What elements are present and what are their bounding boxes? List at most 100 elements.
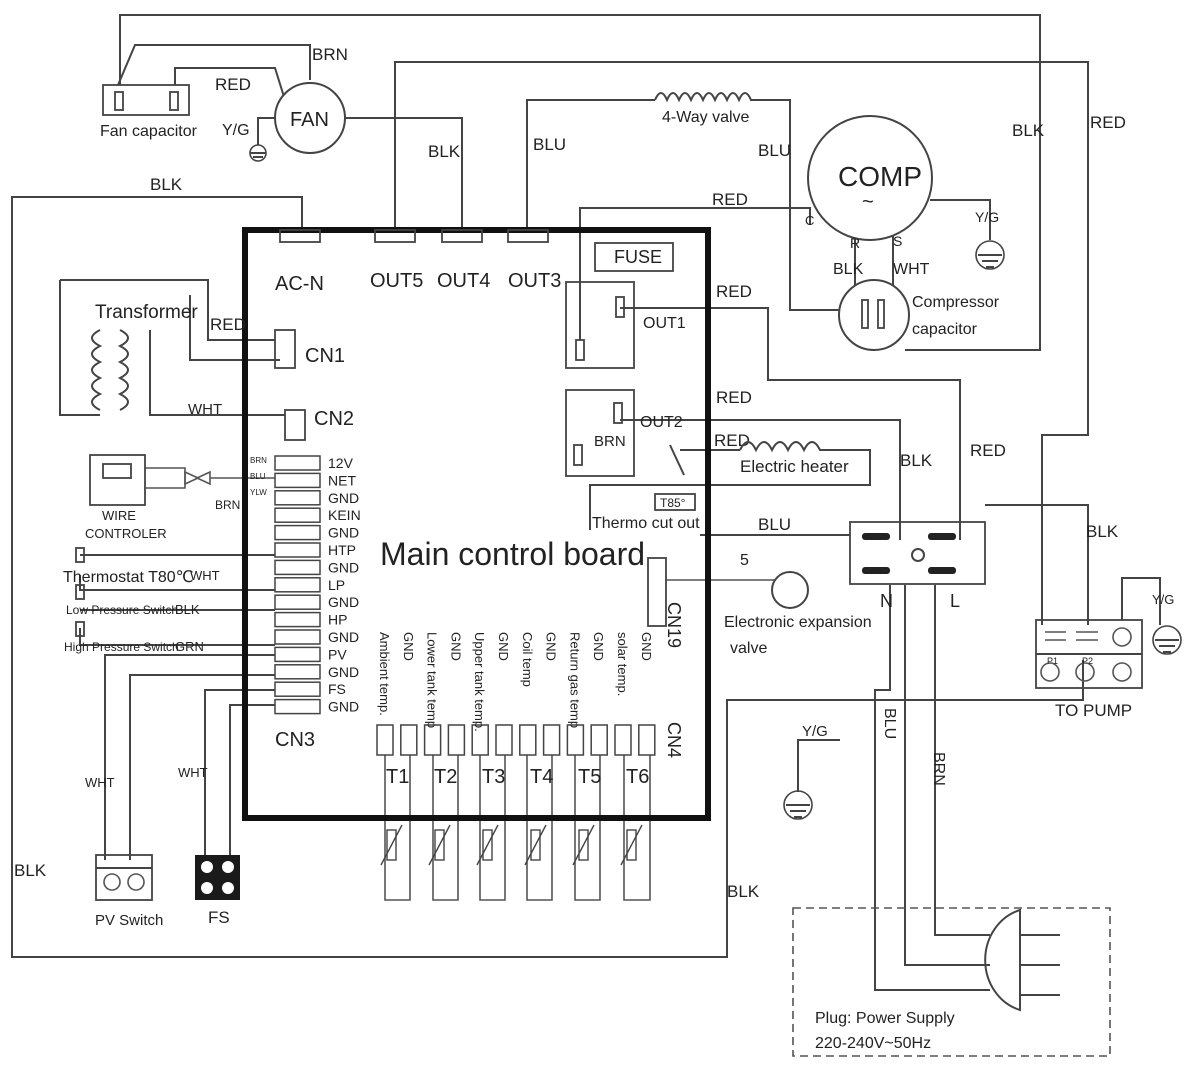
wire-controller-line2: CONTROLER xyxy=(85,526,167,541)
thermistor-arrow xyxy=(428,824,451,866)
cn1-label: CN1 xyxy=(305,345,345,367)
thermistor-arrow xyxy=(380,824,403,866)
fs-label: FS xyxy=(208,908,230,927)
out2-label: OUT2 xyxy=(640,414,683,431)
cn4-pin-label: GND xyxy=(544,632,559,661)
cn3-pin-label: GND xyxy=(328,525,359,541)
cn4-pin xyxy=(447,724,466,756)
cn3-pin xyxy=(274,559,321,576)
wire-red-fan: RED xyxy=(215,75,251,94)
cn3-pin-label: GND xyxy=(328,664,359,680)
thermistor-arrow xyxy=(524,824,547,866)
cn3-label: CN3 xyxy=(275,729,315,751)
out5-label: OUT5 xyxy=(370,270,423,292)
cn3-pin-label: LP xyxy=(328,577,345,593)
wire-blk-comp: BLK xyxy=(833,261,864,278)
wire-yg-pump: Y/G xyxy=(1152,592,1174,607)
thermistor-arrow xyxy=(476,824,499,866)
out1-label: OUT1 xyxy=(643,315,686,332)
terminal-n-label: N xyxy=(880,591,893,611)
cn4-pin xyxy=(614,724,632,756)
cn4-pin-label: GND xyxy=(401,632,416,661)
cn3-pin-label: GND xyxy=(328,594,359,610)
wire-red-out1: RED xyxy=(716,282,752,301)
wire-blu-valve: BLU xyxy=(758,141,791,160)
thermistor-icon xyxy=(626,829,637,861)
sensor-label: T5 xyxy=(578,766,601,788)
wire-red-comp: RED xyxy=(712,190,748,209)
wire-red-transformer: RED xyxy=(210,315,246,334)
cn4-pin xyxy=(376,724,394,756)
cn3-pin xyxy=(274,490,321,506)
thermistor-icon xyxy=(530,829,541,861)
wire-blk-lp: BLK xyxy=(175,602,200,617)
cn4-pin-label: Ambient temp. xyxy=(377,632,392,716)
electric-heater-label: Electric heater xyxy=(740,457,849,476)
transformer-primary xyxy=(91,329,103,411)
sensor-label: T3 xyxy=(482,766,505,788)
cn3-pin xyxy=(274,664,321,680)
ground-icon xyxy=(1152,625,1182,655)
wire-wht-pv: WHT xyxy=(85,775,115,790)
wire-red-top: RED xyxy=(1090,113,1126,132)
cn1-connector xyxy=(274,329,296,369)
wire-wht-fs: WHT xyxy=(178,765,208,780)
to-pump-label: TO PUMP xyxy=(1055,701,1132,720)
thermistor-icon xyxy=(386,829,397,861)
transformer-secondary xyxy=(117,329,129,411)
wire-yg-comp: Y/G xyxy=(975,209,999,225)
thermostat-label: Thermostat T80℃ xyxy=(63,569,194,586)
comp-symbol: ~ xyxy=(862,191,874,213)
ground-icon xyxy=(249,144,267,162)
terminal-contacts xyxy=(862,533,956,574)
cn3-connector: 12VNETGNDKEINGNDHTPGNDLPGNDHPGNDPVGNDFSG… xyxy=(250,455,361,715)
wire-controller xyxy=(89,454,146,506)
cn3-wire-tag: BRN xyxy=(250,456,267,465)
wire-brn-fan: BRN xyxy=(312,45,348,64)
wire-blu-plug: BLU xyxy=(881,708,898,739)
cn3-pin xyxy=(274,577,321,593)
fuse-box xyxy=(594,242,674,272)
wire-blk-acn: BLK xyxy=(150,175,183,194)
cn4-pin xyxy=(590,724,608,756)
cn2-label: CN2 xyxy=(314,408,354,430)
plug-line1: Plug: Power Supply xyxy=(815,1010,955,1027)
cn4-label: CN4 xyxy=(664,722,684,758)
out4-label: OUT4 xyxy=(437,270,490,292)
wire-brn-out2: BRN xyxy=(594,433,626,450)
eev-line1: Electronic expansion xyxy=(724,614,872,631)
thermo-cutout-box xyxy=(654,493,696,511)
wire-wht-thermostat: WHT xyxy=(190,568,220,583)
cn19-connector xyxy=(647,557,667,627)
cn3-pin-label: GND xyxy=(328,629,359,645)
cn3-pin xyxy=(274,698,321,715)
wires xyxy=(11,14,1161,991)
cn3-pin-label: GND xyxy=(328,490,359,506)
fan-capacitor-label: Fan capacitor xyxy=(100,123,198,140)
wire-blk-left: BLK xyxy=(14,861,47,880)
cn3-pin-label: HP xyxy=(328,612,347,628)
plug-line2: 220-240V~50Hz xyxy=(815,1035,931,1052)
comp-r-label: R xyxy=(850,235,860,251)
cn3-pin xyxy=(274,611,321,628)
board-title: Main control board xyxy=(380,536,645,572)
comp-cap-line2: capacitor xyxy=(912,321,978,338)
eev-line2: valve xyxy=(730,640,767,657)
wire-blu-heater: BLU xyxy=(758,515,791,534)
pv-switch xyxy=(95,854,153,901)
wire-yg-bottom: Y/G xyxy=(802,723,828,740)
pump-p2: P2 xyxy=(1082,656,1093,666)
thermo-cutout-label: Thermo cut out xyxy=(592,515,700,532)
thermo-rating: T85° xyxy=(660,496,686,510)
cn3-pin-label: GND xyxy=(328,699,359,715)
cn4-pin-label: solar temp. xyxy=(615,632,630,696)
cn3-pin xyxy=(274,507,321,523)
compressor xyxy=(807,115,933,241)
wire-brn-plug: BRN xyxy=(930,752,947,786)
cn3-pin xyxy=(274,455,321,471)
connector-icon xyxy=(184,470,211,486)
cn3-wire-tag: BLU xyxy=(250,472,266,481)
wire-wht-transformer: WHT xyxy=(188,401,222,418)
